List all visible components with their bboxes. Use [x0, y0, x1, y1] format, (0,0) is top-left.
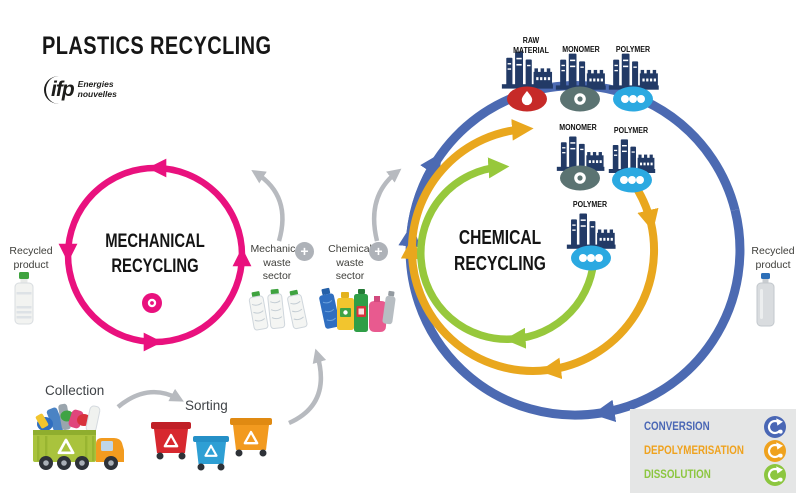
polymer-factory-top-icon — [608, 53, 659, 90]
garbage-truck-icon — [33, 403, 124, 470]
monomer-top-label: MONOMER — [562, 45, 600, 54]
pellet-icon — [142, 293, 162, 313]
polymer-chain-icon — [613, 86, 653, 112]
page-title: PLASTICS RECYCLING — [42, 32, 272, 60]
monomer-ring-icon — [560, 165, 600, 191]
sorting-bin-red-icon — [151, 422, 191, 460]
legend-row-dissolution: DISSOLUTION — [644, 464, 786, 486]
raw-material-factory-icon — [501, 51, 553, 89]
monomer-factory-top-icon — [555, 53, 606, 90]
waste-to-chemical-arrow — [371, 168, 402, 242]
recycled-bottle-right-icon — [756, 273, 775, 327]
ifp-logo-mark: ifp — [44, 76, 75, 104]
legend-row-conversion: CONVERSION — [644, 416, 786, 438]
collection-label: Collection — [45, 383, 105, 398]
polymer-mid-label: POLYMER — [613, 126, 649, 135]
monomer-ring-icon — [560, 86, 600, 112]
depolymerisation-cycle-icon — [764, 440, 786, 462]
mechanical-cycle-ring — [58, 158, 252, 352]
legend-label-depolymerisation: DEPOLYMERISATION — [644, 445, 744, 457]
mechanical-waste-bottles-icon — [248, 288, 308, 331]
legend-label-conversion: CONVERSION — [644, 421, 710, 433]
legend: CONVERSION DEPOLYMERISATION DISSOLUTION — [630, 409, 796, 493]
plus-icon: + — [295, 242, 314, 261]
recycled-product-label-left: Recycled product — [9, 245, 53, 271]
polymer-chain-icon — [612, 167, 652, 193]
ifp-logo: ifp Energies nouvelles — [44, 76, 117, 104]
recycled-bottle-left-icon — [14, 272, 34, 325]
sorting-to-waste-arrow — [288, 348, 327, 426]
mechanical-recycling-title: MECHANICAL RECYCLING — [105, 231, 205, 278]
oil-drop-icon — [507, 86, 547, 112]
chemical-waste-bottles-icon — [319, 287, 396, 332]
polymer-inner-label: POLYMER — [572, 200, 608, 209]
polymer-chain-icon — [571, 245, 611, 271]
recycled-product-label-right: Recycled product — [751, 245, 795, 271]
plus-icon: + — [369, 242, 388, 261]
legend-row-depolymerisation: DEPOLYMERISATION — [644, 440, 786, 462]
waste-to-mechanical-arrow — [251, 169, 285, 242]
chemical-recycling-title: CHEMICAL RECYCLING — [454, 227, 546, 276]
chemical-waste-sector-label: Chemical waste sector — [328, 243, 372, 283]
mechanical-waste-sector-label: Mechanical waste sector — [250, 243, 304, 283]
ifp-logo-text: Energies nouvelles — [77, 79, 117, 99]
dissolution-cycle-icon — [764, 464, 786, 486]
polymer-factory-inner-icon — [566, 213, 616, 249]
monomer-mid-label: MONOMER — [559, 123, 597, 132]
conversion-cycle-icon — [764, 416, 786, 438]
raw-material-label: RAW MATERIAL — [513, 36, 549, 55]
collection-to-sorting-arrow — [116, 388, 184, 409]
flow-arrows — [116, 168, 402, 426]
sorting-bin-orange-icon — [230, 418, 272, 457]
sorting-bin-blue-icon — [193, 436, 229, 471]
sorting-label: Sorting — [185, 398, 228, 413]
legend-label-dissolution: DISSOLUTION — [644, 469, 711, 481]
polymer-top-label: POLYMER — [615, 45, 651, 54]
